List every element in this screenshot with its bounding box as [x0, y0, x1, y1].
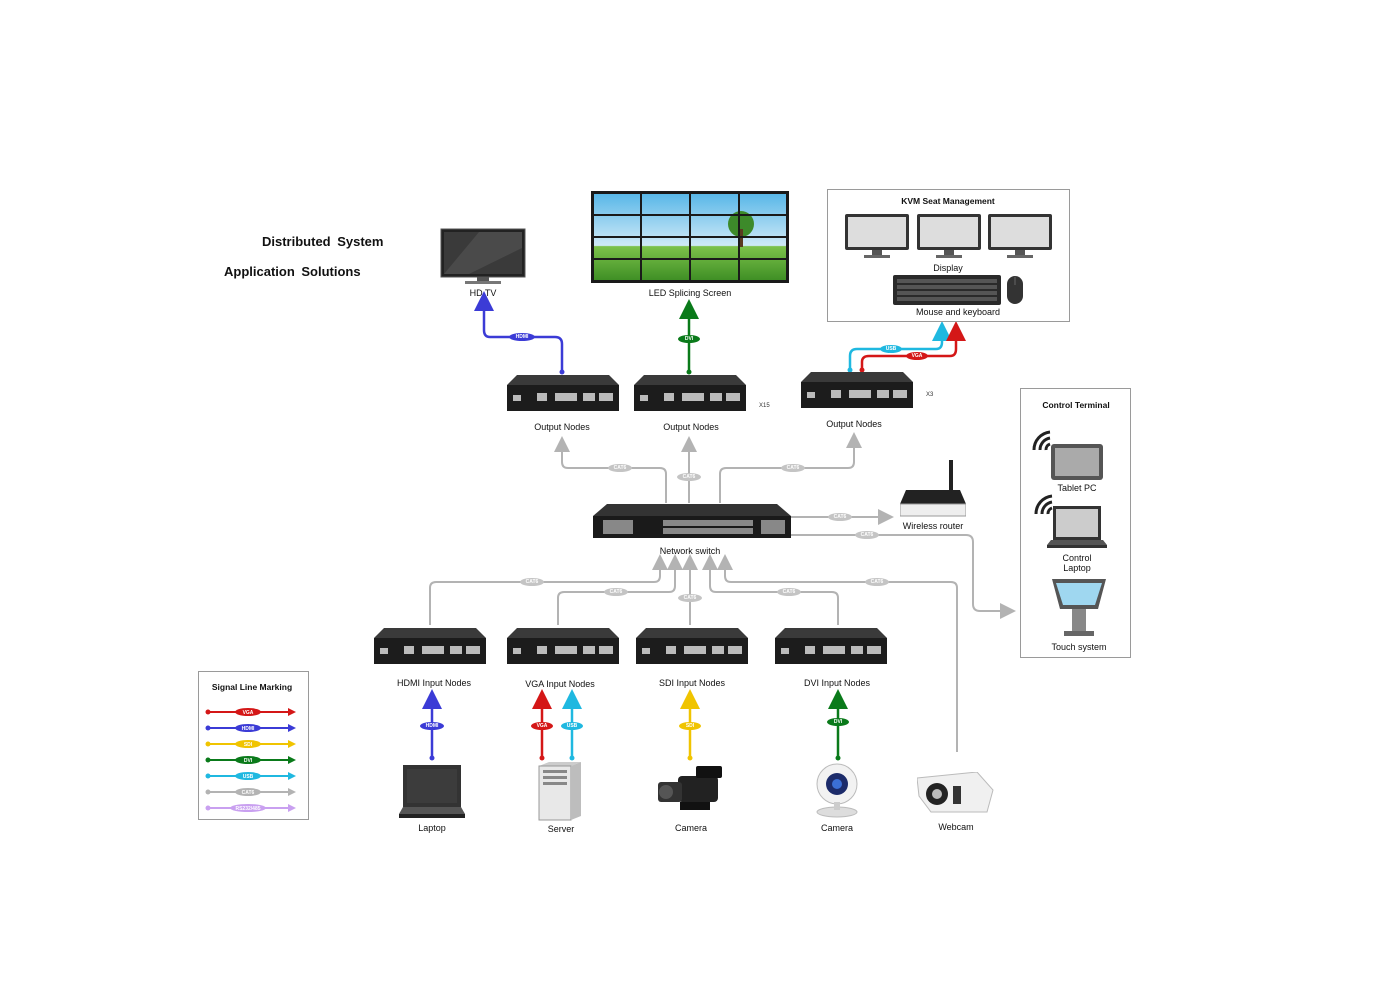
dvi-input-node-icon — [775, 628, 887, 664]
tag-dvi-camera: DVI — [827, 718, 849, 726]
legend-title: Signal Line Marking — [211, 682, 293, 692]
diagram-title-line1: Distributed System — [262, 234, 384, 249]
kvm-mouse-label: Mouse and keyboard — [915, 307, 1001, 317]
legend-item-label: RS232/485 — [235, 806, 260, 812]
webcam-label: Webcam — [938, 822, 974, 832]
tag-cat6-in3: CAT6 — [678, 594, 702, 602]
control-laptop-icon — [1047, 506, 1107, 548]
legend-item-sdi: SDI — [205, 740, 296, 748]
output-node-multiplier-2: X15 — [759, 403, 770, 409]
server-icon — [538, 762, 581, 821]
web-camera-label: Camera — [820, 823, 854, 833]
tag-dvi-led: DVI — [678, 335, 700, 343]
laptop-label: Laptop — [418, 823, 446, 833]
output-node-multiplier-3: X3 — [926, 392, 934, 398]
dvi-line-camera — [828, 689, 848, 761]
hdmi-input-node-icon — [374, 628, 486, 664]
cat6-lines-inputs — [429, 554, 958, 752]
wireless-router-icon — [900, 460, 966, 517]
touch-system-label: Touch system — [1051, 642, 1107, 652]
video-camera-icon — [658, 766, 722, 810]
output-node-icon-1 — [507, 375, 619, 411]
dvi-input-node-label: DVI Input Nodes — [803, 678, 871, 688]
tablet-icon — [1051, 444, 1103, 480]
tag-cat6-out2: CAT6 — [677, 473, 701, 481]
kvm-monitor-icon-1 — [845, 214, 909, 258]
server-label: Server — [547, 824, 575, 834]
network-switch-icon — [593, 504, 791, 538]
tag-cat6-in1: CAT6 — [520, 578, 544, 586]
output-node-icon-2 — [634, 375, 746, 411]
cat6-lines-outputs — [554, 432, 862, 503]
led-wall-icon — [591, 191, 789, 283]
wifi-icon-2 — [1034, 494, 1053, 515]
legend-item-usb: USB — [205, 772, 296, 780]
tag-hdmi-laptop: HDMI — [420, 722, 444, 730]
legend-item-hdmi: HDMI — [205, 724, 296, 732]
sdi-input-node-icon — [636, 628, 748, 664]
wifi-icon-1 — [1032, 430, 1051, 451]
kvm-display-label: Display — [933, 263, 963, 273]
diagram-title-line2: Application Solutions — [224, 264, 361, 279]
tag-cat6-in5: CAT6 — [865, 578, 889, 586]
hdtv-label: HD TV — [469, 288, 497, 298]
tag-vga-server: VGA — [531, 722, 553, 730]
laptop-icon — [399, 765, 465, 818]
mouse-icon — [1007, 276, 1023, 304]
legend-item-dvi: DVI — [205, 756, 296, 764]
legend-item-label: VGA — [243, 710, 254, 716]
output-node-icon-3 — [801, 372, 913, 408]
kvm-monitor-icon-2 — [917, 214, 981, 258]
vga-input-node-label: VGA Input Nodes — [525, 679, 595, 689]
hdmi-input-node-label: HDMI Input Nodes — [396, 678, 472, 688]
tag-cat6-router: CAT6 — [828, 513, 852, 521]
legend-item-label: USB — [243, 774, 254, 780]
network-switch-label: Network switch — [659, 546, 721, 556]
legend-item-label: CAT6 — [242, 790, 255, 796]
legend-item-vga: VGA — [205, 708, 296, 716]
tag-cat6-in4: CAT6 — [777, 588, 801, 596]
kvm-title: KVM Seat Management — [901, 196, 995, 206]
webcam-icon — [917, 772, 994, 813]
tag-usb-server: USB — [561, 722, 583, 730]
tag-sdi-camera: SDI — [679, 722, 701, 730]
web-camera-icon — [816, 763, 858, 818]
output-node-label-3: Output Nodes — [826, 419, 882, 429]
tag-vga-kvm: VGA — [906, 352, 928, 360]
touch-system-icon — [1052, 579, 1106, 636]
control-laptop-label-1: Control — [1062, 553, 1092, 563]
cat6-lines-router-control — [790, 509, 1016, 619]
control-laptop-label-2: Laptop — [1063, 563, 1091, 573]
vga-input-node-icon — [507, 628, 619, 664]
tag-cat6-in2: CAT6 — [604, 588, 628, 596]
legend-item-cat6: CAT6 — [205, 788, 296, 796]
legend-item-label: HDMI — [242, 726, 255, 732]
tag-cat6-out1: CAT6 — [608, 464, 632, 472]
led-label: LED Splicing Screen — [648, 288, 732, 298]
legend-item-label: DVI — [244, 758, 253, 764]
tag-usb-kvm: USB — [880, 345, 902, 353]
output-node-label-2: Output Nodes — [663, 422, 719, 432]
tag-cat6-control: CAT6 — [855, 531, 879, 539]
tag-hdmi-tv: HDMI — [509, 333, 535, 341]
hdtv-icon — [440, 228, 526, 284]
legend-item-rs232-485: RS232/485 — [205, 804, 296, 812]
control-terminal-title: Control Terminal — [1042, 400, 1110, 410]
video-camera-label: Camera — [674, 823, 708, 833]
wireless-router-label: Wireless router — [902, 521, 964, 531]
sdi-input-node-label: SDI Input Nodes — [658, 678, 726, 688]
tablet-label: Tablet PC — [1057, 483, 1097, 493]
output-node-label-1: Output Nodes — [534, 422, 590, 432]
keyboard-icon — [893, 275, 1001, 305]
kvm-monitor-icon-3 — [988, 214, 1052, 258]
tag-cat6-out3: CAT6 — [781, 464, 805, 472]
legend-item-label: SDI — [244, 742, 253, 748]
